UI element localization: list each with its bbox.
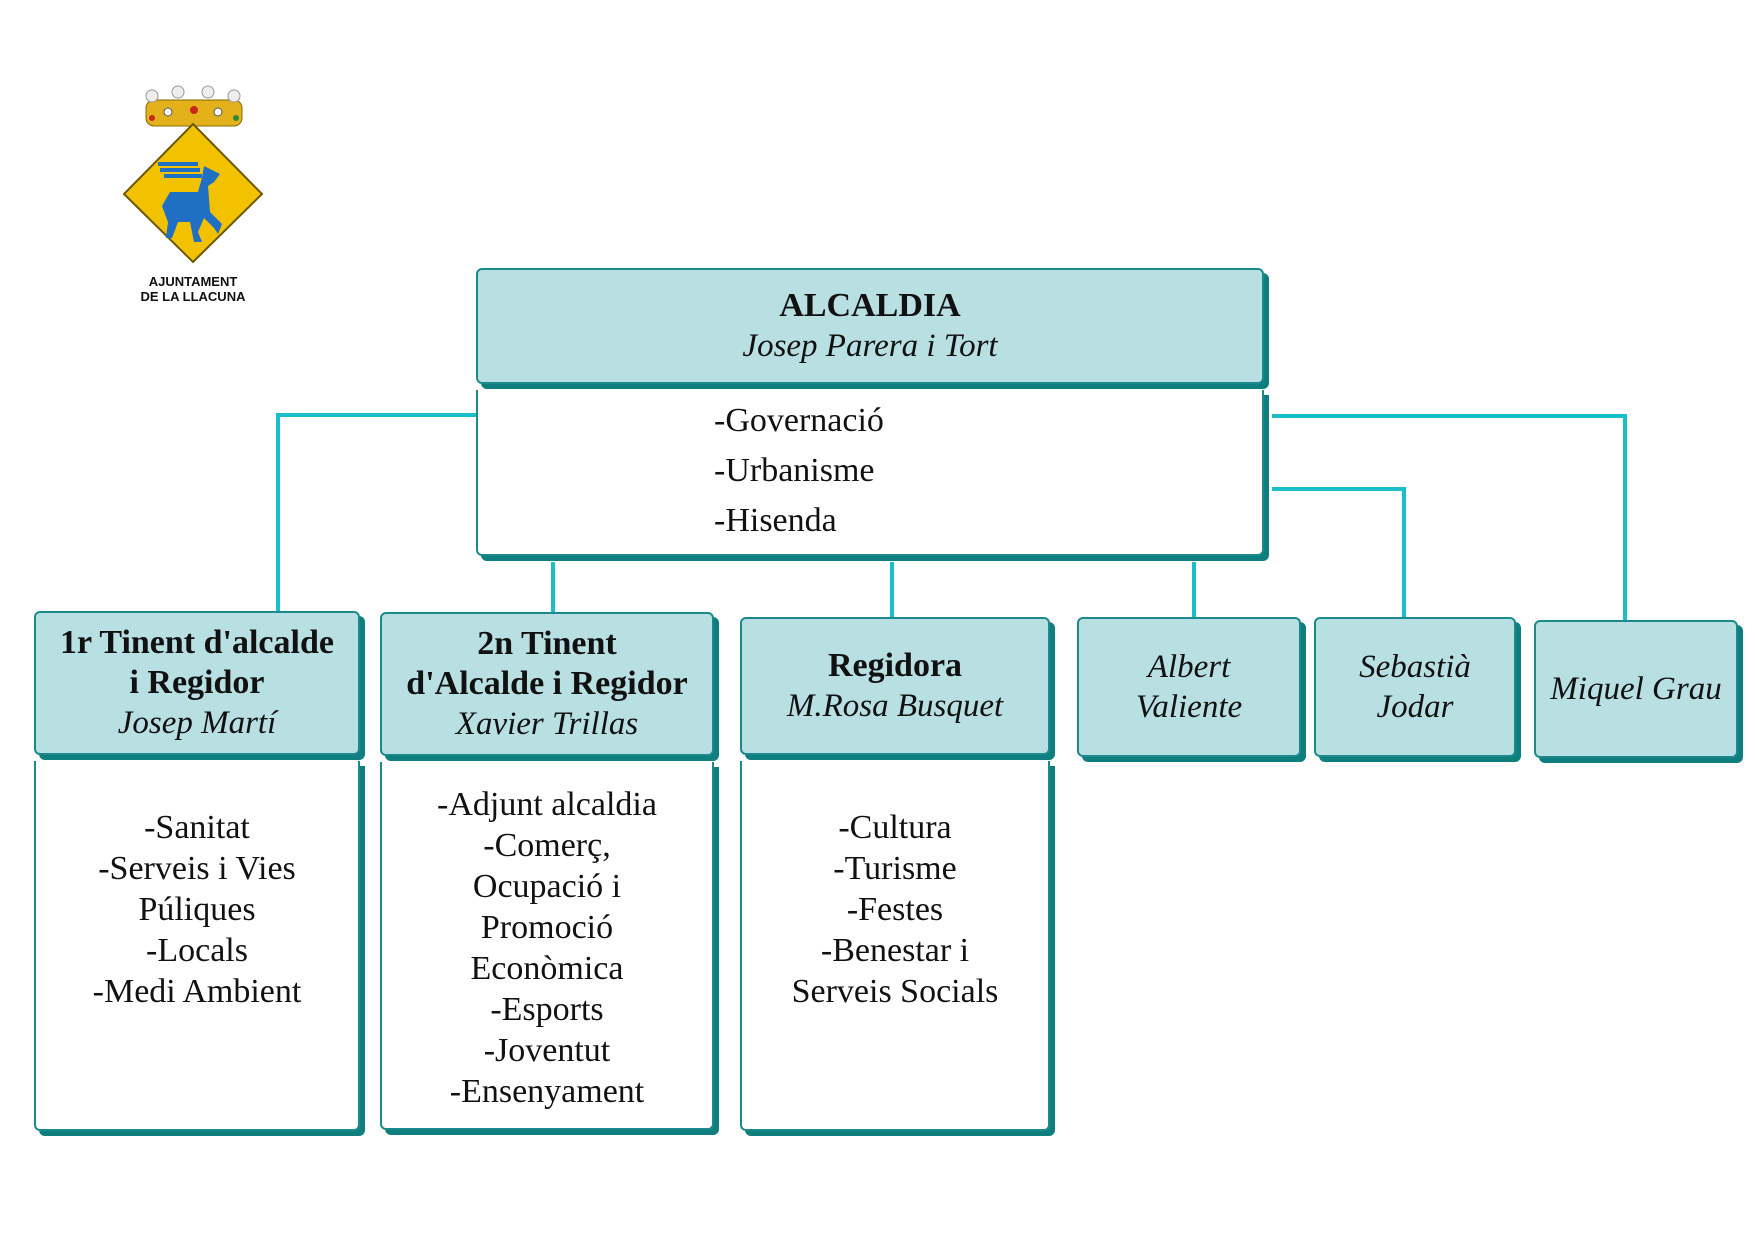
member-name: Miquel Grau (1550, 671, 1722, 707)
responsibility-item: -Locals (146, 932, 248, 969)
member-title: i Regidor (129, 664, 265, 701)
responsibility-item: -Esports (490, 991, 604, 1028)
responsibility-item: Ocupació i (472, 868, 622, 905)
member-name: Xavier Trillas (455, 706, 639, 742)
member-albert-valiente: Albert Valiente (1077, 617, 1301, 757)
connector-left-v (276, 413, 280, 613)
connector-sebastia-v (1402, 487, 1406, 618)
logo-text-line2: DE LA LLACUNA (140, 289, 246, 304)
coat-of-arms-icon (122, 85, 264, 264)
responsibility-item: -Serveis i Vies (98, 850, 296, 887)
responsibility-item: Serveis Socials (791, 973, 999, 1010)
connector-albert (1192, 562, 1196, 618)
member-2n-tinent-header: 2n Tinent d'Alcalde i Regidor Xavier Tri… (380, 612, 714, 756)
responsibility-item: -Benestar i (820, 932, 970, 969)
member-miquel-grau: Miquel Grau (1534, 620, 1738, 758)
logo-text-line1: AJUNTAMENT (148, 274, 238, 289)
member-2n-tinent-responsibilities: -Adjunt alcaldia -Comerç, Ocupació i Pro… (380, 762, 714, 1130)
responsibility-item: -Adjunt alcaldia (437, 786, 657, 823)
connector-sebastia-h (1272, 487, 1406, 491)
member-title: Regidora (827, 647, 963, 684)
responsibility-item: Econòmica (470, 950, 624, 987)
alcaldia-title: ALCALDIA (779, 287, 961, 324)
responsibility-item: -Festes (846, 891, 944, 928)
alcaldia-name: Josep Parera i Tort (742, 328, 998, 364)
member-name: M.Rosa Busquet (786, 688, 1004, 724)
member-regidora-responsibilities: -Cultura -Turisme -Festes -Benestar i Se… (740, 761, 1050, 1131)
member-name: Josep Martí (117, 705, 277, 741)
member-name: Albert (1147, 649, 1231, 685)
member-1r-tinent-responsibilities: -Sanitat -Serveis i Vies Púliques -Local… (34, 761, 360, 1131)
responsibility-item: -Turisme (833, 850, 957, 887)
responsibility-item: Promoció (480, 909, 614, 946)
responsibility-item: -Medi Ambient (92, 973, 302, 1010)
member-title: d'Alcalde i Regidor (406, 665, 688, 702)
member-name: Jodar (1376, 689, 1454, 725)
responsibility-item: -Ensenyament (449, 1073, 645, 1110)
connector-2n (551, 562, 555, 614)
responsibility-item: -Governació (714, 402, 884, 439)
member-name: Sebastià (1359, 649, 1471, 685)
responsibility-item: -Urbanisme (714, 452, 875, 489)
alcaldia-responsibilities: -Governació -Urbanisme -Hisenda (476, 390, 1264, 556)
responsibility-item: -Cultura (838, 809, 952, 846)
municipal-logo: AJUNTAMENT DE LA LLACUNA (118, 82, 268, 304)
member-name: Valiente (1135, 689, 1243, 725)
alcaldia-header: ALCALDIA Josep Parera i Tort (476, 268, 1264, 384)
connector-miquel-v (1623, 414, 1627, 626)
connector-left-h (276, 413, 476, 417)
responsibility-item: -Joventut (483, 1032, 611, 1069)
responsibility-item: Púliques (138, 891, 256, 928)
member-1r-tinent-header: 1r Tinent d'alcalde i Regidor Josep Mart… (34, 611, 360, 755)
member-sebastia-jodar: Sebastià Jodar (1314, 617, 1516, 757)
member-title: 1r Tinent d'alcalde (60, 624, 334, 661)
responsibility-item: -Comerç, (483, 827, 611, 864)
connector-miquel-h (1272, 414, 1627, 418)
member-regidora-header: Regidora M.Rosa Busquet (740, 617, 1050, 755)
member-title: 2n Tinent (477, 625, 617, 662)
responsibility-item: -Sanitat (144, 809, 250, 846)
responsibility-item: -Hisenda (714, 502, 837, 539)
connector-regidora (890, 562, 894, 618)
